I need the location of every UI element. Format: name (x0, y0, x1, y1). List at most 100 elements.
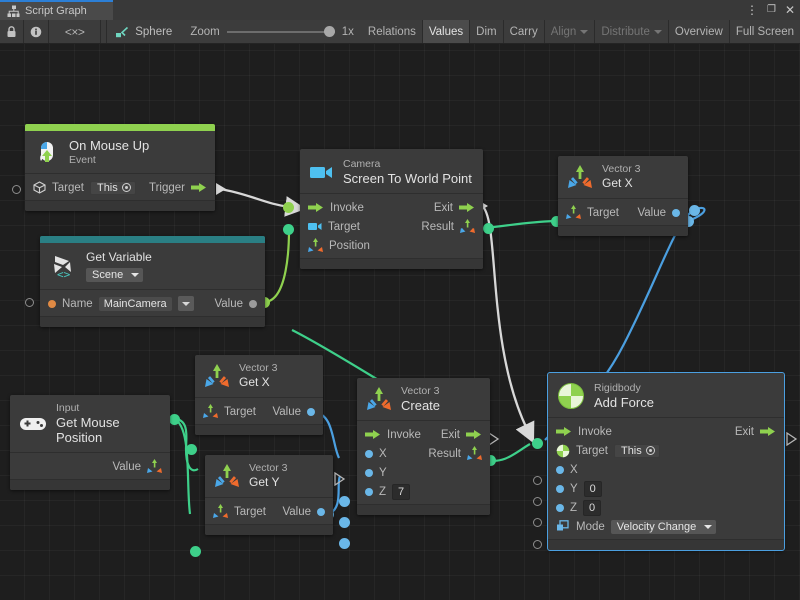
node-vector3-create[interactable]: Vector 3 Create Invoke Exit X (357, 378, 490, 515)
port-right-result[interactable]: Result (428, 446, 482, 461)
port-row-position[interactable]: Position (300, 236, 483, 255)
node-camera-screen-to-world-point[interactable]: Camera Screen To World Point Invoke Exit (300, 149, 483, 269)
port-row-x[interactable]: X (548, 460, 784, 479)
info-icon[interactable] (24, 20, 49, 43)
port-knob-create-y-in[interactable] (339, 517, 350, 528)
graph-canvas[interactable]: On Mouse Up Event Target This (0, 44, 800, 600)
port-right-value[interactable]: Value (214, 298, 257, 310)
port-row-target[interactable]: Target Value (195, 402, 323, 421)
port-knob-addforce-mode-in[interactable] (533, 540, 542, 549)
node-rigidbody-add-force[interactable]: Rigidbody Add Force Invoke Exit (547, 372, 785, 551)
port-right-value[interactable]: Value (272, 406, 315, 418)
port-right-exit[interactable]: Exit (735, 426, 776, 438)
port-knob-addforce-y-in[interactable] (533, 497, 542, 506)
z-value-field[interactable]: 0 (583, 499, 602, 516)
port-row-y[interactable]: Y 0 (548, 479, 784, 498)
port-knob-addforce-exit-icon[interactable] (786, 432, 798, 446)
target-picker-icon[interactable] (121, 183, 131, 192)
port-knob-addforce-target-in[interactable] (532, 438, 543, 449)
close-icon[interactable]: ✕ (784, 3, 795, 17)
port-knob-addforce-z-in[interactable] (533, 518, 542, 527)
port-dot-name[interactable] (48, 299, 56, 308)
port-dot-value[interactable] (307, 407, 315, 416)
port-right-trigger[interactable]: Trigger (149, 182, 207, 194)
node-vector3-get-y[interactable]: Vector 3 Get Y Target Value (205, 455, 333, 535)
port-dot-x[interactable] (556, 465, 564, 474)
port-knob-mouseup-target[interactable] (12, 185, 21, 194)
port-dot-y[interactable] (365, 468, 373, 477)
variable-name-dropdown-button[interactable] (177, 296, 194, 311)
port-knob-addforce-x-route[interactable] (689, 205, 700, 216)
zoom-slider-knob[interactable] (323, 26, 335, 37)
y-value-field[interactable]: 0 (583, 480, 602, 497)
zoom-slider[interactable] (226, 26, 335, 38)
tab-script-graph[interactable]: Script Graph (0, 0, 113, 20)
port-right-value[interactable]: Value (637, 207, 680, 219)
port-row-target[interactable]: Target Result (300, 217, 483, 236)
toolbar-button-carry[interactable]: Carry (504, 20, 545, 43)
port-row-z[interactable]: Z 0 (548, 498, 784, 517)
port-knob-mouseup-trigger[interactable] (216, 183, 226, 195)
target-value-field[interactable]: This (89, 180, 136, 195)
port-knob-camera-result-out[interactable] (483, 223, 494, 234)
port-knob-camera-position-in[interactable] (283, 224, 294, 235)
node-vector3-get-x-mid[interactable]: Vector 3 Get X Target Value (195, 355, 323, 435)
port-row-target[interactable]: Target Value (205, 502, 333, 521)
port-row-mode[interactable]: Mode Velocity Change (548, 517, 784, 536)
port-dot-value[interactable] (249, 299, 257, 308)
port-row-invoke[interactable]: Invoke Exit (300, 198, 483, 217)
z-value-field[interactable]: 7 (392, 483, 411, 500)
port-right-value[interactable]: Value (112, 459, 162, 474)
node-on-mouse-up[interactable]: On Mouse Up Event Target This (25, 124, 215, 211)
port-right-value[interactable]: Value (282, 506, 325, 518)
port-dot-value[interactable] (672, 208, 680, 217)
port-row-value[interactable]: Value (10, 457, 170, 476)
port-row-name[interactable]: Name MainCamera Value (40, 294, 265, 313)
port-row-y[interactable]: Y (357, 463, 490, 482)
lock-icon[interactable] (0, 20, 24, 43)
port-right-result[interactable]: Result (421, 219, 475, 234)
force-mode-dropdown[interactable]: Velocity Change (610, 519, 717, 534)
port-knob-camera-exit[interactable] (478, 200, 488, 212)
port-knob-create-invoke-icon[interactable] (334, 472, 346, 486)
port-row-invoke[interactable]: Invoke Exit (357, 425, 490, 444)
port-knob-gety-target-in[interactable] (190, 546, 201, 557)
port-right-exit[interactable]: Exit (434, 202, 475, 214)
port-knob-getx-mid-target-in[interactable] (186, 444, 197, 455)
toolbar-button-distribute[interactable]: Distribute (595, 20, 669, 43)
toolbar-button-align[interactable]: Align (545, 20, 596, 43)
maximize-icon[interactable]: ❐ (766, 4, 776, 15)
toolbar-button-full-screen[interactable]: Full Screen (735, 25, 794, 38)
port-dot-value[interactable] (317, 507, 325, 516)
port-row-target[interactable]: Target Value (558, 203, 688, 222)
port-dot-z[interactable] (556, 503, 564, 512)
port-knob-input-value-out[interactable] (169, 414, 180, 425)
target-value-field[interactable]: This (613, 443, 660, 458)
toolbar-button-dim[interactable]: Dim (470, 20, 504, 43)
node-get-variable[interactable]: <> Get Variable Scene Name MainCamera (40, 236, 265, 327)
target-picker-icon[interactable] (645, 446, 655, 455)
port-knob-create-result-out[interactable] (485, 455, 496, 466)
toolbar-button-values[interactable]: Values (422, 20, 471, 43)
port-knob-camera-target-in[interactable] (283, 202, 294, 213)
variable-scope-dropdown[interactable]: Scene (86, 268, 144, 282)
port-knob-variable-name[interactable] (25, 298, 34, 307)
port-knob-getx-target-in[interactable] (551, 216, 562, 227)
node-vector3-get-x-top[interactable]: Vector 3 Get X Target Value (558, 156, 688, 236)
variable-name-field[interactable]: MainCamera (98, 296, 172, 311)
node-input-get-mouse-position[interactable]: Input Get Mouse Position Value (10, 395, 170, 490)
port-row-target[interactable]: Target This Trigger (25, 178, 215, 197)
port-dot-x[interactable] (365, 449, 373, 458)
port-knob-create-z-in[interactable] (339, 538, 350, 549)
port-row-z[interactable]: Z 7 (357, 482, 490, 501)
port-dot-y[interactable] (556, 484, 564, 493)
graph-object-selector[interactable]: Sphere (107, 20, 182, 43)
port-row-invoke[interactable]: Invoke Exit (548, 422, 784, 441)
zoom-control[interactable]: Zoom 1x (182, 20, 362, 43)
port-knob-getx-value-out[interactable] (683, 216, 694, 227)
code-icon[interactable]: <×> (49, 20, 102, 43)
port-dot-z[interactable] (365, 487, 373, 496)
toolbar-button-relations[interactable]: Relations (362, 20, 423, 43)
more-options-icon[interactable]: ⋮ (745, 3, 758, 17)
port-row-target[interactable]: Target This (548, 441, 784, 460)
